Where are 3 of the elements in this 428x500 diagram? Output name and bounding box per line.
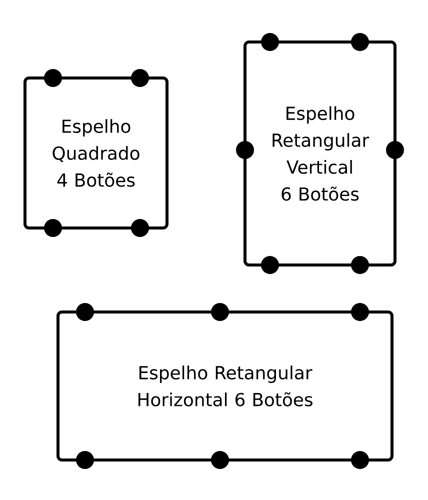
mirror-box: Espelho Retangular Horizontal 6 Botões xyxy=(56,310,394,462)
mirror-box: Espelho Retangular Vertical 6 Botões xyxy=(244,40,396,266)
mirror-box: Espelho Quadrado 4 Botões xyxy=(24,76,168,230)
